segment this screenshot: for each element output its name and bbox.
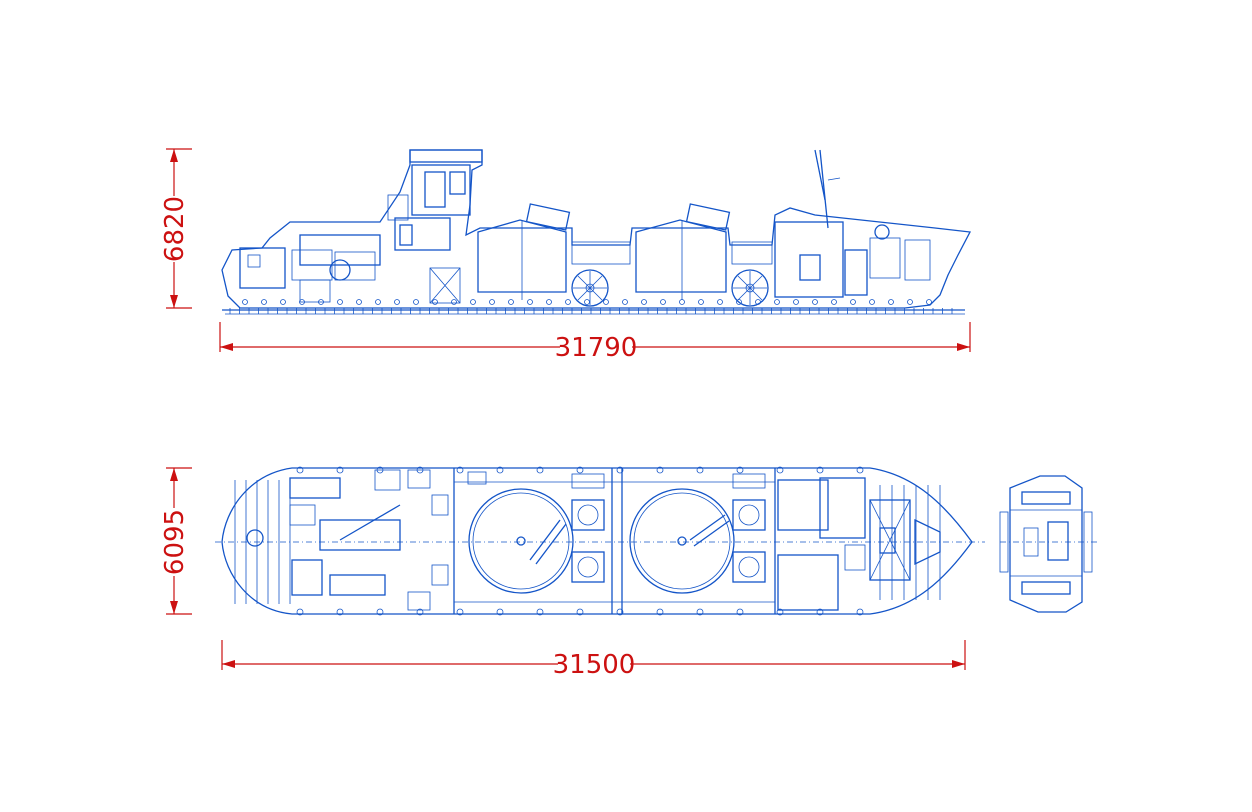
dimension-plan-length: 31500: [221, 640, 966, 680]
side-elevation-view: [221, 149, 972, 315]
rail-fittings: [296, 466, 864, 616]
plan-length-label: 31500: [553, 650, 636, 680]
reel-spokes: [573, 271, 607, 305]
deck-rollers: [242, 299, 932, 305]
plan-view: [215, 466, 985, 616]
reel-spokes: [733, 271, 767, 305]
side-length-label: 31790: [555, 333, 638, 363]
plan-breadth-label: 6095: [160, 509, 190, 575]
dimension-side-height: 6820: [160, 148, 192, 309]
dimension-side-length: 31790: [219, 322, 971, 363]
side-height-label: 6820: [160, 196, 190, 262]
section-view: [999, 475, 1098, 613]
frame-ticks: [229, 308, 953, 314]
dimension-plan-breadth: 6095: [160, 467, 192, 615]
bow-frame-lines: [234, 480, 941, 604]
